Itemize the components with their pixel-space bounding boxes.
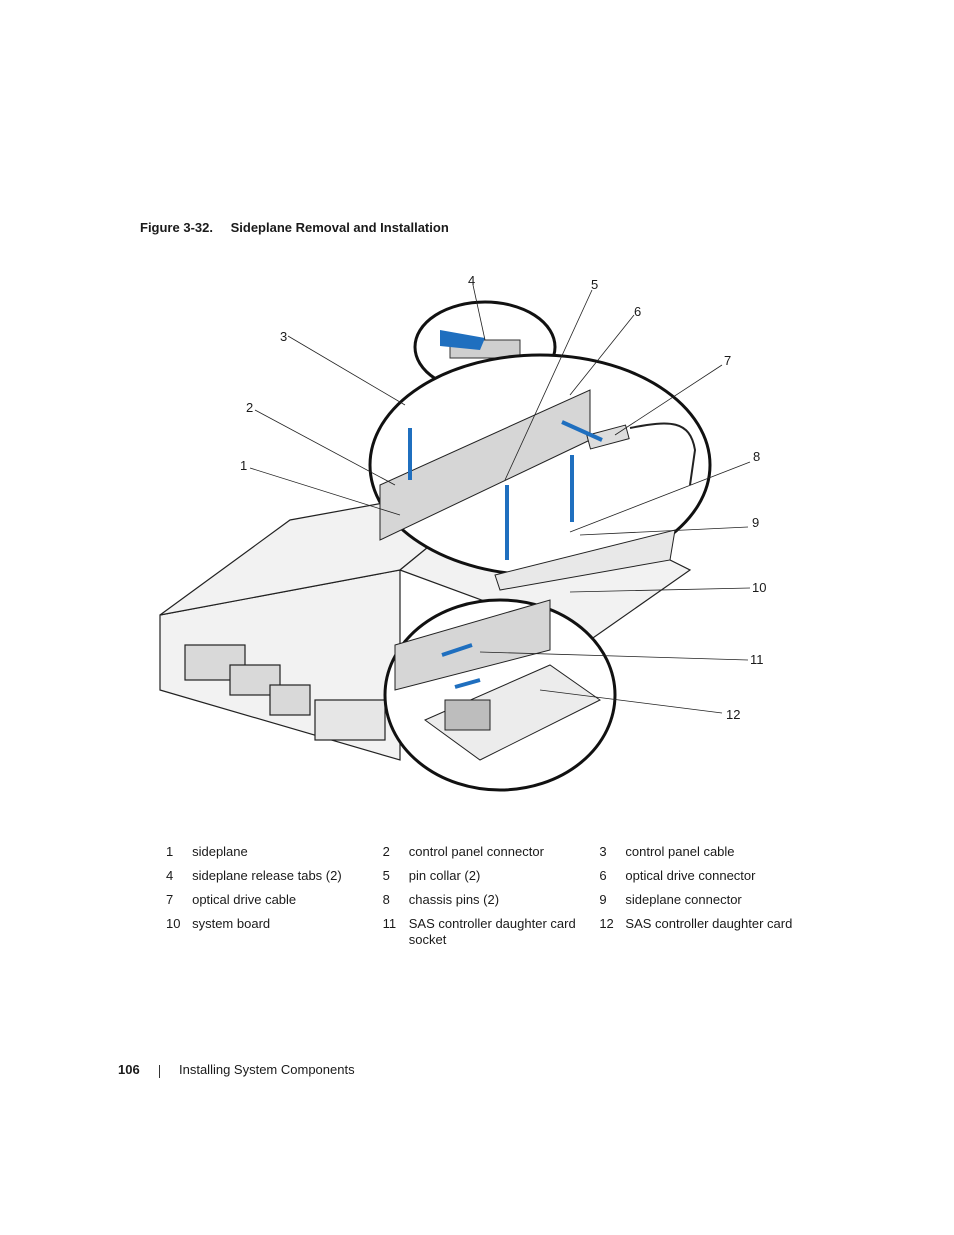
legend-table: 1 sideplane 2 control panel connector 3 … [160,842,810,954]
callout-9: 9 [752,515,760,530]
legend-row: 4 sideplane release tabs (2) 5 pin colla… [160,866,810,890]
sideplane-illustration: 1 2 3 4 5 6 7 8 9 10 11 12 [150,270,790,810]
page-footer: 106 Installing System Components [118,1062,355,1078]
legend-label: pin collar (2) [408,868,481,883]
legend-num: 3 [599,844,607,859]
callout-12: 12 [726,707,741,722]
legend-row: 7 optical drive cable 8 chassis pins (2)… [160,890,810,914]
legend-label: sideplane release tabs (2) [192,868,342,883]
sideplane-inset [368,353,712,591]
daughter-card-inset [383,598,617,792]
footer-divider [159,1065,160,1078]
callout-5: 5 [591,277,599,292]
legend-row: 10 system board 11 SAS controller daught… [160,914,810,954]
legend-label: optical drive connector [625,868,756,883]
legend-num: 1 [166,844,174,859]
callout-6: 6 [634,304,642,319]
legend-num: 11 [382,916,397,931]
callout-10: 10 [752,580,767,595]
legend-num: 7 [166,892,174,907]
legend-num: 9 [599,892,607,907]
callout-2: 2 [246,400,254,415]
legend-num: 10 [166,916,181,931]
figure-number: Figure 3-32. [140,220,213,235]
callout-3: 3 [280,329,288,344]
legend-label: control panel cable [625,844,735,859]
figure-caption: Figure 3-32. Sideplane Removal and Insta… [140,220,449,235]
page-number: 106 [118,1062,140,1077]
illustration-drawing [159,284,751,792]
legend-label: system board [192,916,271,931]
callout-11: 11 [750,652,764,667]
legend-label: optical drive cable [192,892,297,907]
callout-1: 1 [240,458,248,473]
figure-title: Sideplane Removal and Installation [230,220,449,235]
legend-label: control panel connector [408,844,544,859]
legend-num: 6 [599,868,607,883]
section-title: Installing System Components [179,1062,355,1077]
legend-label: SAS controller daughter card [625,916,793,931]
callout-7: 7 [724,353,732,368]
legend-label: sideplane connector [625,892,742,907]
legend-num: 8 [382,892,390,907]
legend-row: 1 sideplane 2 control panel connector 3 … [160,842,810,866]
legend-num: 12 [599,916,614,931]
legend-label: chassis pins (2) [408,892,500,907]
legend-label: sideplane [192,844,248,859]
legend-num: 4 [166,868,174,883]
callout-8: 8 [753,449,761,464]
callout-4: 4 [468,273,476,288]
leader-lines [249,284,751,714]
legend-label: SAS controller daughter card socket [408,916,576,947]
legend-num: 5 [382,868,390,883]
legend-num: 2 [382,844,390,859]
